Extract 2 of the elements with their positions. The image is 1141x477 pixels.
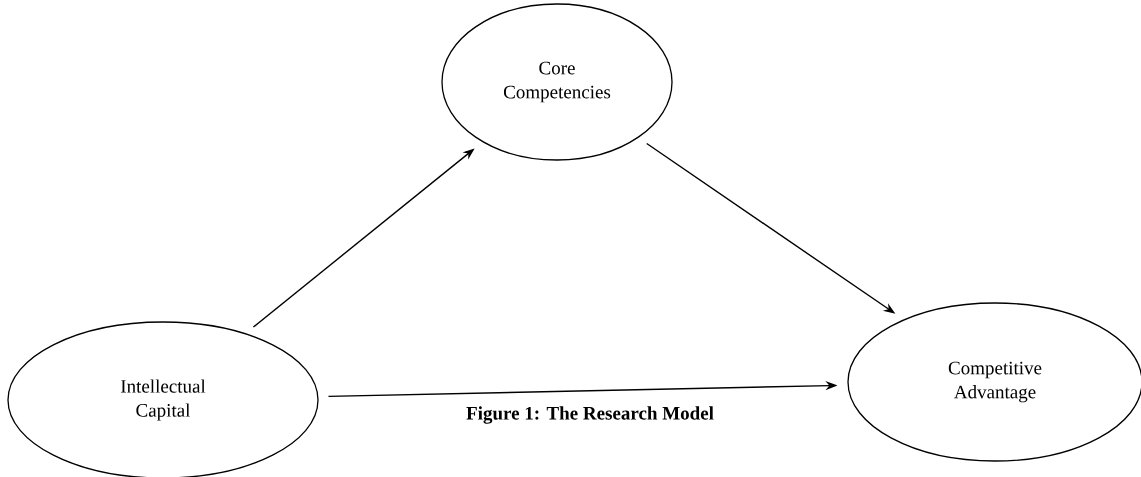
ellipse-node: Core Competencies — [441, 3, 673, 161]
figure-caption: Figure 1: The Research Model — [466, 406, 714, 424]
